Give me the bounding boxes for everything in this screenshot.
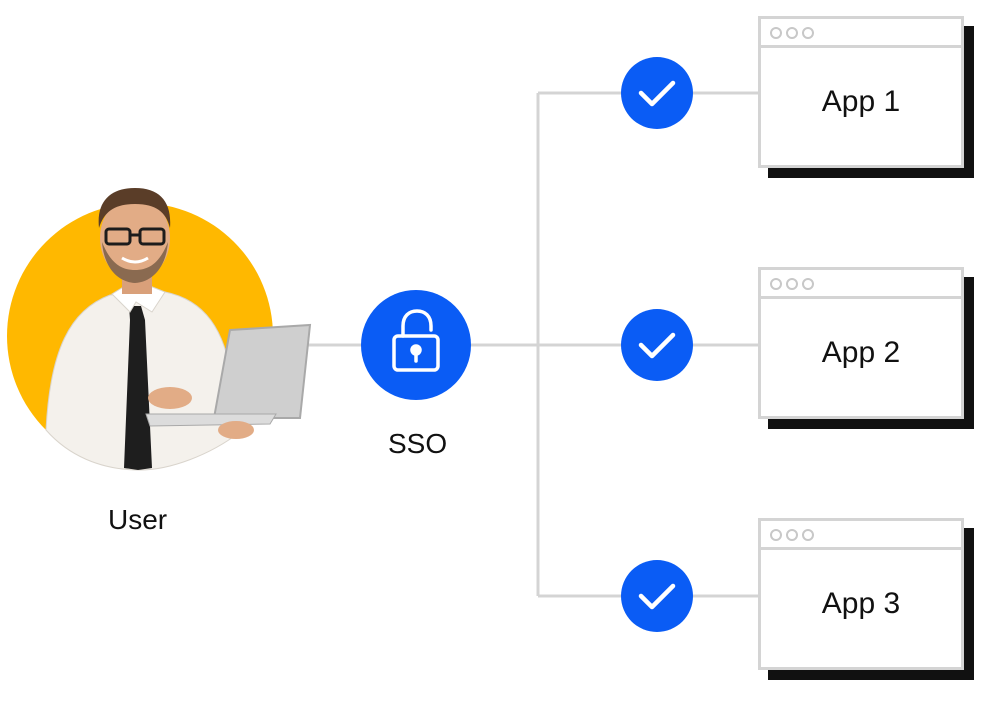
window-dot-icon: [802, 278, 814, 290]
window-dot-icon: [802, 27, 814, 39]
window-titlebar: [761, 521, 961, 550]
app-window-1: App 1: [758, 16, 974, 178]
laptop-base: [145, 413, 277, 427]
window-dot-icon: [786, 278, 798, 290]
laptop-screen: [212, 323, 312, 419]
check-badge-app1: [621, 57, 693, 129]
user-illustration: [45, 188, 312, 471]
window-dot-icon: [786, 27, 798, 39]
app-name: App 3: [821, 587, 901, 620]
app-name: App 1: [821, 85, 901, 118]
check-badge-app3: [621, 560, 693, 632]
app-window-frame: App 2: [758, 267, 964, 419]
user-hand-right: [218, 421, 254, 439]
window-dot-icon: [802, 529, 814, 541]
app-name: App 2: [821, 336, 901, 369]
window-dot-icon: [786, 529, 798, 541]
checkmark-icon: [638, 80, 676, 107]
app-window-frame: App 3: [758, 518, 964, 670]
user-head: [100, 196, 170, 280]
user-avatar: [7, 188, 312, 471]
checkmark-icon: [638, 583, 676, 610]
unlocked-padlock-icon: [392, 309, 440, 372]
app-window-frame: App 1: [758, 16, 964, 168]
window-titlebar: [761, 270, 961, 299]
sso-label: SSO: [388, 428, 448, 459]
check-badge-app2: [621, 309, 693, 381]
user-hair: [98, 188, 171, 228]
user-tie: [124, 306, 152, 470]
window-dot-icon: [770, 27, 782, 39]
app-window-3: App 3: [758, 518, 974, 680]
user-beard: [102, 242, 168, 283]
window-titlebar: [761, 19, 961, 48]
glasses-icon: [104, 227, 166, 246]
window-dot-icon: [770, 529, 782, 541]
window-dot-icon: [770, 278, 782, 290]
sso-node: [361, 290, 471, 400]
user-label: User: [108, 504, 168, 535]
app-window-2: App 2: [758, 267, 974, 429]
checkmark-icon: [638, 332, 676, 359]
user-smile: [121, 256, 149, 264]
user-hand-left: [148, 387, 192, 409]
